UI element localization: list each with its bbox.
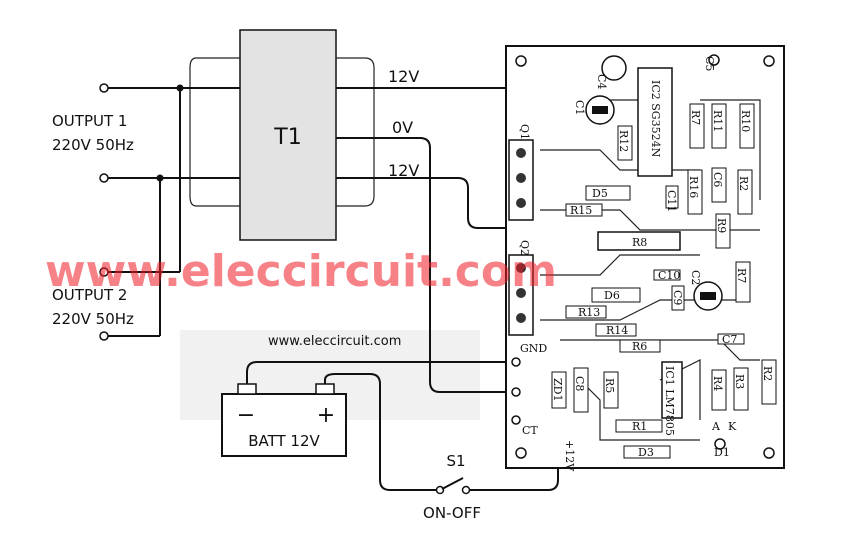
d1-label: D1	[714, 446, 730, 459]
r3-label: R3	[733, 374, 746, 389]
r13-label: R13	[578, 306, 600, 319]
r10-label: R10	[739, 110, 752, 132]
ic2-label: IC2 SG3524N	[649, 80, 662, 158]
switch-name: S1	[446, 452, 465, 470]
r14-label: R14	[606, 324, 628, 337]
d5-label: D5	[592, 187, 608, 200]
r2-bottom-label: R2	[761, 366, 774, 381]
transformer-core	[239, 29, 337, 241]
gnd-label: GND	[520, 342, 547, 355]
r9-label: R9	[715, 218, 728, 233]
output2-title: OUTPUT 2	[52, 286, 127, 304]
output1-spec: 220V 50Hz	[52, 136, 134, 154]
tap-label-bottom: 12V	[388, 161, 419, 180]
watermark-main: www.eleccircuit.com	[45, 246, 557, 297]
output2-spec: 220V 50Hz	[52, 310, 134, 328]
d3-label: D3	[638, 446, 654, 459]
battery-label: BATT 12V	[248, 432, 320, 450]
r15-label: R15	[570, 204, 592, 217]
r2-top-label: R2	[737, 176, 750, 191]
battery-minus: −	[237, 403, 255, 428]
r8-label: R8	[632, 236, 647, 249]
r1-label: R1	[632, 420, 647, 433]
output1-terminal-a	[99, 83, 109, 93]
d1-anode-label: A	[711, 420, 721, 433]
plus12v-label: +12V	[563, 440, 576, 472]
r16-label: R16	[687, 176, 700, 198]
c6-label: C6	[711, 172, 724, 187]
c10-label: C10	[658, 269, 680, 282]
c5-label: C5	[703, 56, 716, 71]
c11-label: C11	[665, 190, 678, 212]
zd1-label: ZD1	[551, 378, 564, 401]
tap-label-top: 12V	[388, 67, 419, 86]
r5-label: R5	[603, 378, 616, 393]
c9-label: C9	[671, 290, 684, 305]
r12-label: R12	[617, 130, 630, 152]
output2-terminal-b	[99, 331, 109, 341]
c1-label: C1	[573, 100, 586, 115]
watermark-small: www.eleccircuit.com	[268, 334, 401, 349]
c7-label: C7	[722, 333, 737, 346]
ic1-label: IC1 LM7805	[663, 366, 676, 436]
battery-plus: +	[317, 403, 335, 428]
d6-label: D6	[604, 289, 620, 302]
tap-label-center: 0V	[392, 118, 413, 137]
transformer-label: T1	[273, 125, 301, 150]
battery: − + BATT 12V	[221, 361, 516, 491]
ic2-chip	[637, 67, 673, 177]
r11-label: R11	[711, 110, 724, 132]
q1-label: Q1	[518, 124, 531, 140]
c4-label: C4	[595, 74, 608, 89]
c8-label: C8	[573, 376, 586, 391]
ic1-chip	[661, 361, 683, 419]
c2-label: C2	[689, 270, 702, 285]
output-terminals	[99, 83, 184, 341]
switch-label: ON-OFF	[423, 504, 481, 522]
output1-terminal-b	[99, 173, 109, 183]
ct-label: CT	[522, 424, 538, 437]
q2-label: Q2	[518, 240, 531, 256]
r7-right-label: R7	[735, 268, 748, 283]
transformer-t1: T1	[160, 29, 375, 241]
output1-title: OUTPUT 1	[52, 112, 127, 130]
r4-label: R4	[711, 376, 724, 391]
switch-s1	[435, 448, 559, 495]
pcb-board: Q1 Q2 GND CT +12V C4 C5 C1 IC	[505, 45, 785, 472]
d1-cathode-label: K	[728, 420, 737, 433]
r6-label: R6	[632, 340, 647, 353]
r7-top-label: R7	[689, 110, 702, 125]
battery-body	[221, 393, 347, 457]
